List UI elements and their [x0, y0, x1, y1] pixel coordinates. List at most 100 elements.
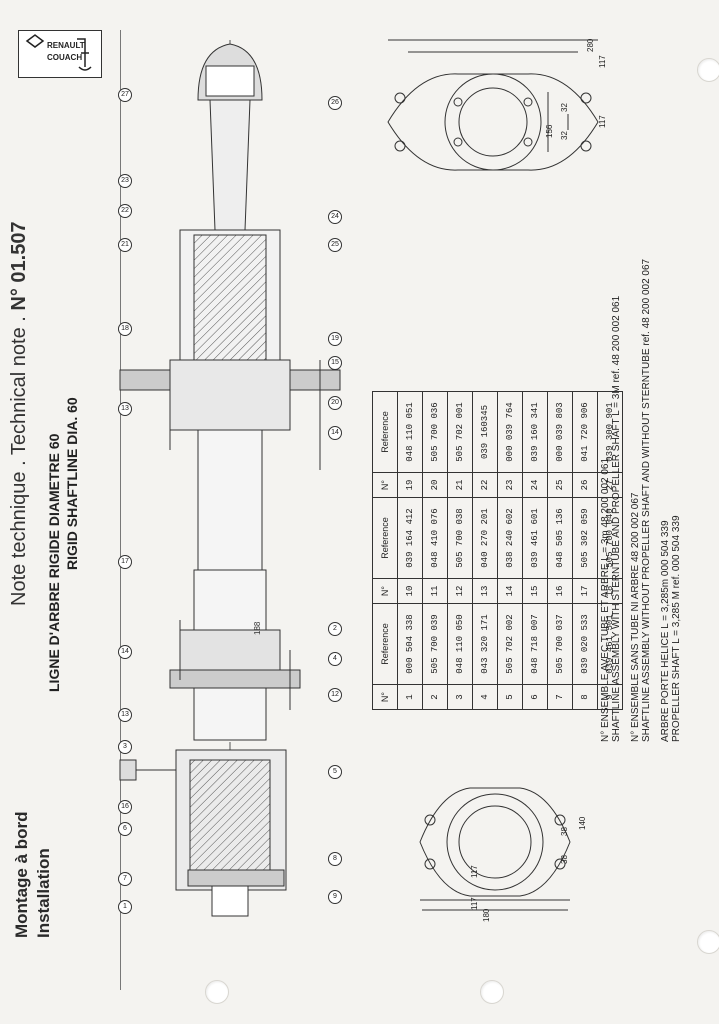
callout: 25 — [328, 238, 342, 252]
dim-shaft-length: 188 — [253, 621, 262, 635]
punch-hole — [205, 980, 229, 1004]
table-cell: 048 718 007 — [522, 603, 548, 685]
table-cell: 6 — [522, 684, 548, 710]
table-cell: 505 700 036 — [422, 391, 448, 473]
callout: 8 — [328, 852, 342, 866]
table-cell: 22 — [472, 472, 498, 498]
table-cell: 23 — [497, 472, 523, 498]
shaftline-drawing: 188 — [119, 40, 341, 917]
table-cell: 16 — [547, 578, 573, 604]
callout: 3 — [118, 740, 132, 754]
dim-top-v1: 32 — [560, 103, 569, 112]
callout: 15 — [328, 356, 342, 370]
page-title: Note technique . Technical note . N° 01.… — [8, 221, 31, 606]
table-cell: 3 — [447, 684, 473, 710]
table-header: N° — [372, 578, 398, 604]
table-cell: 4 — [472, 684, 498, 710]
callout: 19 — [328, 332, 342, 346]
table-cell: 14 — [497, 578, 523, 604]
dim-bottom-half-right: 117 — [470, 865, 479, 878]
logo-line2: COUACH — [47, 53, 83, 62]
callout: 2 — [328, 622, 342, 636]
table-cell: 5 — [497, 684, 523, 710]
table-cell: 25 — [547, 472, 573, 498]
table-header: N° — [372, 472, 398, 498]
dim-bottom-width: 180 — [482, 908, 491, 922]
table-cell: 11 — [422, 578, 448, 604]
callout: 5 — [328, 765, 342, 779]
callout: 13 — [118, 708, 132, 722]
punch-hole — [697, 58, 719, 82]
note-line: SHAFTLINE ASSEMBLY WITHOUT PROPELLER SHA… — [641, 258, 652, 742]
dim-top-half-right: 117 — [598, 115, 607, 128]
table-cell: 21 — [447, 472, 473, 498]
table-cell: 1 — [397, 684, 423, 710]
note-line: ARBRE PORTE HELICE L = 3,285m 000 504 33… — [660, 520, 671, 742]
reference-table-wrapper: N° Reference N° Reference N° Reference 1… — [372, 391, 623, 710]
callout: 12 — [328, 688, 342, 702]
callout: 22 — [118, 204, 132, 218]
table-cell: 17 — [572, 578, 598, 604]
table-cell: 043 320 171 — [472, 603, 498, 685]
title-number: N° 01.507 — [8, 221, 30, 311]
table-cell: 039 164 412 — [397, 497, 423, 579]
dim-bottom-h2: 38 — [560, 827, 569, 836]
dim-bottom-h1: 38 — [560, 855, 569, 864]
table-cell: 039 020 533 — [572, 603, 598, 685]
table-cell: 039 160345 — [472, 391, 498, 473]
callout: 17 — [118, 555, 132, 569]
table-header: Reference — [372, 603, 398, 685]
callout: 16 — [118, 800, 132, 814]
table-cell: 048 110 050 — [447, 603, 473, 685]
dim-bottom-half-left: 117 — [470, 897, 479, 910]
table-header: Reference — [372, 497, 398, 579]
bottom-flange-drawing — [419, 787, 571, 911]
top-flange-drawing — [387, 39, 599, 171]
table-cell: 12 — [447, 578, 473, 604]
callout: 23 — [118, 174, 132, 188]
title-prefix: Note technique . Technical note . — [8, 316, 30, 606]
renault-couach-logo: RENAULT COUACH — [18, 30, 102, 78]
section-en: Installation — [34, 848, 53, 938]
table-cell: 048 410 076 — [422, 497, 448, 579]
dim-bottom-v: 140 — [578, 816, 587, 830]
table-cell: 24 — [522, 472, 548, 498]
table-cell: 040 270 201 — [472, 497, 498, 579]
callout: 1 — [118, 900, 132, 914]
callout: 4 — [328, 652, 342, 666]
table-cell: 048 505 136 — [547, 497, 573, 579]
section-fr: Montage à bord — [12, 811, 31, 938]
table-cell: 000 039 764 — [497, 391, 523, 473]
punch-hole — [697, 930, 719, 954]
callout: 7 — [118, 872, 132, 886]
table-cell: 505 702 001 — [447, 391, 473, 473]
assembly-notes: N° ENSEMBLE AVEC TUBE ET ARBRE L = 3m 48… — [600, 259, 682, 742]
table-cell: 505 700 038 — [447, 497, 473, 579]
table-cell: 10 — [397, 578, 423, 604]
callout: 14 — [118, 645, 132, 659]
callout: 14 — [328, 426, 342, 440]
callout: 6 — [118, 822, 132, 836]
table-cell: 505 700 039 — [422, 603, 448, 685]
note-line: SHAFTLINE ASSEMBLY WITH STERNTUBE AND PR… — [611, 295, 622, 742]
table-cell: 000 039 803 — [547, 391, 573, 473]
callout: 26 — [328, 96, 342, 110]
table-cell: 13 — [472, 578, 498, 604]
dim-top-v2: 32 — [560, 131, 569, 140]
note-line: N° ENSEMBLE SANS TUBE NI ARBRE 48 200 00… — [630, 492, 641, 743]
dim-top-width: 280 — [586, 38, 595, 52]
callout: 27 — [118, 88, 132, 102]
table-header: Reference — [372, 391, 398, 473]
dim-top-half-left: 117 — [598, 55, 607, 68]
table-cell: 26 — [572, 472, 598, 498]
table-header: N° — [372, 684, 398, 710]
table-cell: 20 — [422, 472, 448, 498]
table-cell: 048 110 051 — [397, 391, 423, 473]
callout: 9 — [328, 890, 342, 904]
